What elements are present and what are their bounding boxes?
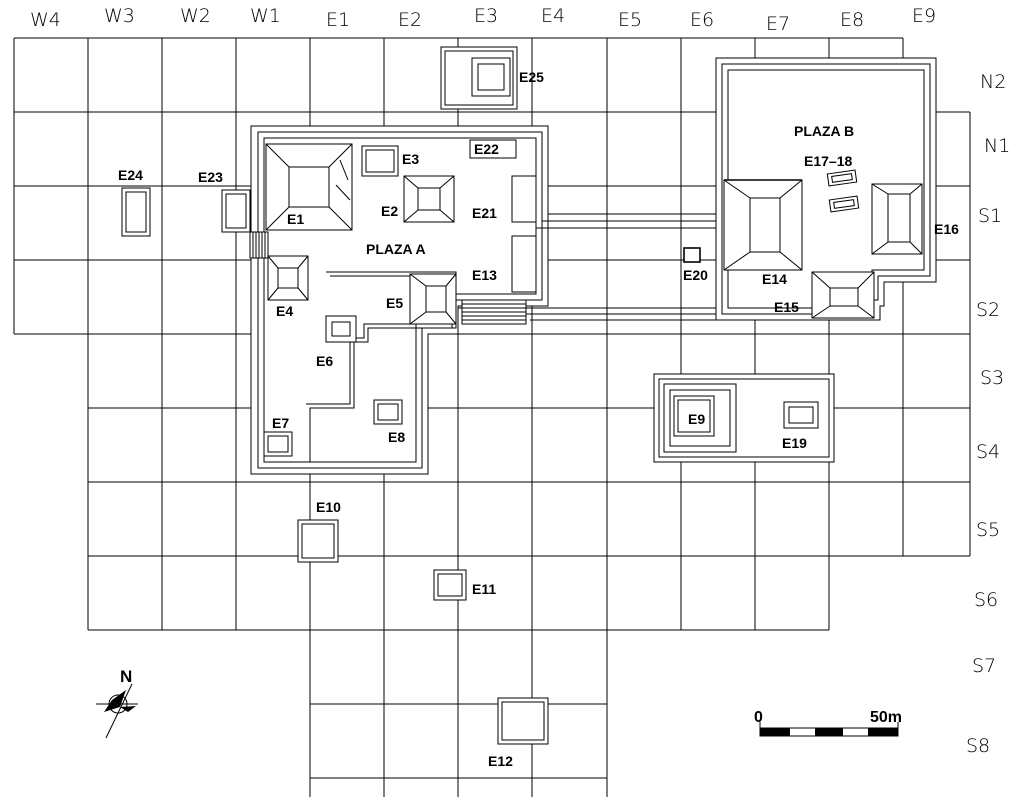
structure-e17-18 bbox=[826, 169, 860, 213]
column-label: W1 bbox=[250, 5, 281, 27]
plaza-a-complex bbox=[249, 125, 549, 475]
column-label: E3 bbox=[474, 5, 498, 27]
row-label: S1 bbox=[978, 205, 1002, 227]
structure-e6 bbox=[325, 315, 357, 343]
column-labels: W4 W3 W2 W1 E1 E2 E3 E4 E5 E6 E7 E8 E9 bbox=[30, 5, 936, 35]
label-e22: E22 bbox=[474, 141, 499, 157]
label-e25: E25 bbox=[519, 69, 544, 85]
plaza-b-complex bbox=[715, 57, 937, 321]
row-label: S3 bbox=[980, 367, 1004, 389]
structure-e22 bbox=[469, 139, 517, 159]
north-arrow: N bbox=[96, 667, 138, 739]
column-label: W4 bbox=[30, 9, 61, 31]
structure-e8 bbox=[373, 399, 403, 425]
structure-labels: E1 E2 E3 E4 E5 E6 E7 E8 E9 E10 E11 E12 E… bbox=[118, 69, 959, 769]
label-e6: E6 bbox=[316, 353, 333, 369]
structure-e3 bbox=[361, 145, 399, 177]
label-e24: E24 bbox=[118, 167, 143, 183]
row-label: S7 bbox=[972, 655, 996, 677]
structure-e10 bbox=[297, 519, 339, 563]
label-e2: E2 bbox=[381, 203, 398, 219]
label-e19: E19 bbox=[782, 435, 807, 451]
column-label: E4 bbox=[541, 5, 565, 27]
structure-e11 bbox=[433, 569, 467, 601]
label-e21: E21 bbox=[472, 205, 497, 221]
label-e14: E14 bbox=[762, 271, 787, 287]
column-label: W3 bbox=[104, 5, 135, 27]
column-label: E9 bbox=[912, 5, 936, 27]
structure-e13 bbox=[511, 235, 537, 293]
row-label: S5 bbox=[976, 519, 1000, 541]
row-label: S6 bbox=[974, 589, 998, 611]
structure-e9-e19-complex bbox=[653, 373, 835, 463]
stair bbox=[249, 231, 269, 259]
structure-e7 bbox=[263, 431, 293, 457]
label-e8: E8 bbox=[388, 429, 405, 445]
row-label: N2 bbox=[980, 71, 1006, 93]
structure-e21 bbox=[511, 175, 537, 223]
label-e4: E4 bbox=[276, 303, 293, 319]
structure-e2 bbox=[403, 175, 455, 223]
column-label: E6 bbox=[690, 9, 714, 31]
column-label: E5 bbox=[618, 9, 642, 31]
label-e15: E15 bbox=[774, 299, 799, 315]
column-label: E8 bbox=[840, 9, 864, 31]
label-e9: E9 bbox=[688, 411, 705, 427]
structure-e14 bbox=[723, 179, 803, 271]
label-e12: E12 bbox=[488, 753, 513, 769]
plaza-a-label: PLAZA A bbox=[366, 241, 426, 257]
row-label: N1 bbox=[984, 135, 1010, 157]
structure-e24 bbox=[121, 187, 151, 237]
structure-e5 bbox=[409, 273, 457, 325]
structure-e23 bbox=[221, 189, 251, 233]
label-e16: E16 bbox=[934, 221, 959, 237]
label-e17-18: E17–18 bbox=[804, 153, 852, 169]
label-e11: E11 bbox=[472, 581, 496, 597]
column-label: W2 bbox=[180, 5, 211, 27]
structure-e15 bbox=[811, 271, 875, 319]
column-label: E2 bbox=[398, 9, 422, 31]
row-label: S2 bbox=[976, 299, 1000, 321]
structure-e16 bbox=[871, 183, 923, 255]
label-e7: E7 bbox=[272, 415, 289, 431]
row-labels: N2 N1 S1 S2 S3 S4 S5 S6 S7 S8 bbox=[966, 71, 1010, 757]
label-e3: E3 bbox=[402, 151, 419, 167]
north-arrow-icon bbox=[112, 690, 126, 707]
column-label: E1 bbox=[326, 9, 350, 31]
structure-e25 bbox=[440, 46, 518, 110]
scale-end-label: 50m bbox=[870, 709, 902, 726]
column-label: E7 bbox=[766, 13, 790, 35]
label-e5: E5 bbox=[386, 295, 403, 311]
scale-bar: 0 50m bbox=[754, 709, 902, 737]
label-e13: E13 bbox=[472, 267, 497, 283]
north-label: N bbox=[120, 667, 132, 686]
label-e1: E1 bbox=[287, 211, 304, 227]
scale-start-label: 0 bbox=[754, 709, 763, 726]
row-label: S4 bbox=[976, 441, 1000, 463]
label-e23: E23 bbox=[198, 169, 223, 185]
plaza-b-label: PLAZA B bbox=[794, 123, 854, 139]
structure-e12 bbox=[497, 697, 549, 745]
row-label: S8 bbox=[966, 735, 990, 757]
structure-e1 bbox=[265, 143, 353, 231]
label-e20: E20 bbox=[683, 267, 708, 283]
structure-e20 bbox=[683, 247, 701, 263]
structure-e4 bbox=[267, 255, 309, 301]
causeway bbox=[458, 213, 734, 325]
grid bbox=[13, 37, 971, 797]
label-e10: E10 bbox=[316, 499, 341, 515]
